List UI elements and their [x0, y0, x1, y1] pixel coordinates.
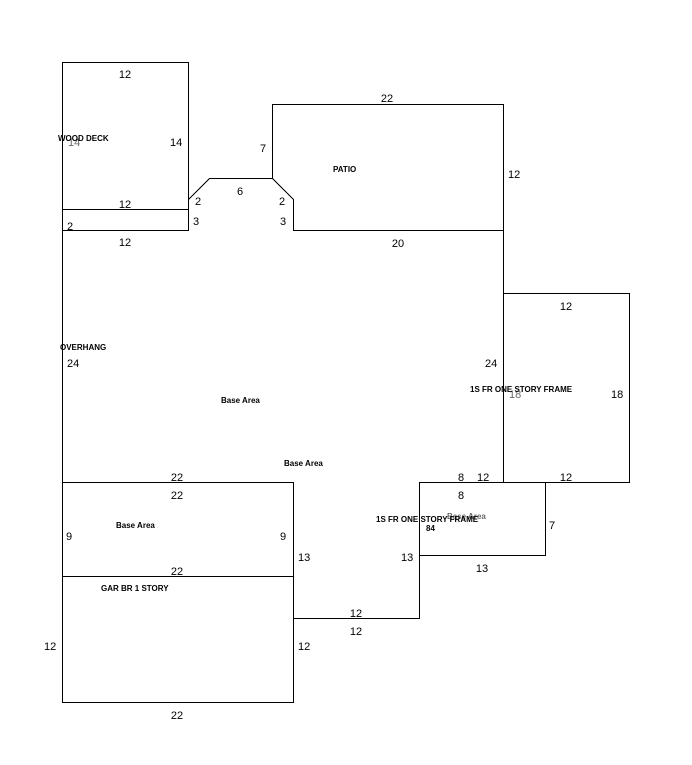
garage-label: GAR BR 1 STORY	[101, 584, 169, 593]
base-area-label-left: Base Area	[116, 521, 155, 530]
dim-bframe-left: 13	[401, 552, 413, 564]
patio-label: PATIO	[333, 165, 356, 174]
dim-step-top: 6	[237, 186, 243, 198]
dim-garage-left: 12	[44, 641, 56, 653]
dim-frame-bottom-right: 12	[560, 472, 572, 484]
base-top-wall	[188, 178, 504, 294]
dim-notch-left: 3	[280, 216, 286, 228]
dim-deck-right: 14	[170, 137, 182, 149]
frame-right-outline	[503, 293, 630, 483]
dim-patio-top: 22	[381, 93, 393, 105]
dim-bframe-right: 7	[549, 520, 555, 532]
dim-bframe-top-outer: 8	[458, 472, 464, 484]
frame-right-label: 1S FR ONE STORY FRAME	[470, 385, 573, 394]
dim-notch-right: 3	[193, 216, 199, 228]
dim-left-block-left: 9	[66, 531, 72, 543]
dim-left-block-bottom: 22	[171, 566, 183, 578]
patio-outline	[272, 104, 504, 231]
dim-garage-right: 12	[298, 641, 310, 653]
frame-bottom-area: 84	[426, 524, 435, 533]
dim-diag-right: 2	[279, 196, 285, 208]
dim-frame-bottom-left: 12	[477, 472, 489, 484]
overhang-label: OVERHANG	[60, 343, 106, 352]
dim-frame-inner-left: 18	[509, 389, 521, 401]
dim-base-left: 24	[67, 358, 79, 370]
dim-overhang-left: 2	[67, 221, 73, 233]
wood-deck-label: WOOD DECK	[58, 134, 109, 143]
frame-bottom-overlap-label: Base Area	[447, 512, 486, 521]
dim-neck-bottom: 12	[350, 626, 362, 638]
dim-neck-top: 12	[350, 608, 362, 620]
dim-deck-left: 14	[68, 137, 80, 149]
base-area-label-center: Base Area	[284, 459, 323, 468]
dim-patio-bottom: 20	[392, 238, 404, 250]
dim-left-block-right: 9	[280, 531, 286, 543]
dim-garage-bottom: 22	[171, 710, 183, 722]
base-area-label-main: Base Area	[221, 396, 260, 405]
frame-bottom-outline	[419, 482, 546, 556]
dim-patio-left: 7	[260, 143, 266, 155]
dim-overhang-bottom: 12	[119, 237, 131, 249]
dim-left-block-top: 22	[171, 490, 183, 502]
dim-frame-top: 12	[560, 301, 572, 313]
frame-bottom-label: 1S FR ONE STORY FRAME	[376, 515, 479, 524]
dim-step-right: 13	[298, 552, 310, 564]
dim-frame-right: 18	[611, 389, 623, 401]
overhang-strip-outline	[62, 209, 189, 231]
dim-bframe-bottom: 13	[476, 563, 488, 575]
dim-patio-right: 12	[508, 169, 520, 181]
dim-deck-bottom: 12	[119, 199, 131, 211]
dim-base-bottom: 22	[171, 472, 183, 484]
dim-base-right: 24	[485, 358, 497, 370]
dim-bframe-top: 8	[458, 490, 464, 502]
dim-deck-top: 12	[119, 69, 131, 81]
garage-outline	[62, 576, 294, 703]
dim-diag-left: 2	[195, 196, 201, 208]
